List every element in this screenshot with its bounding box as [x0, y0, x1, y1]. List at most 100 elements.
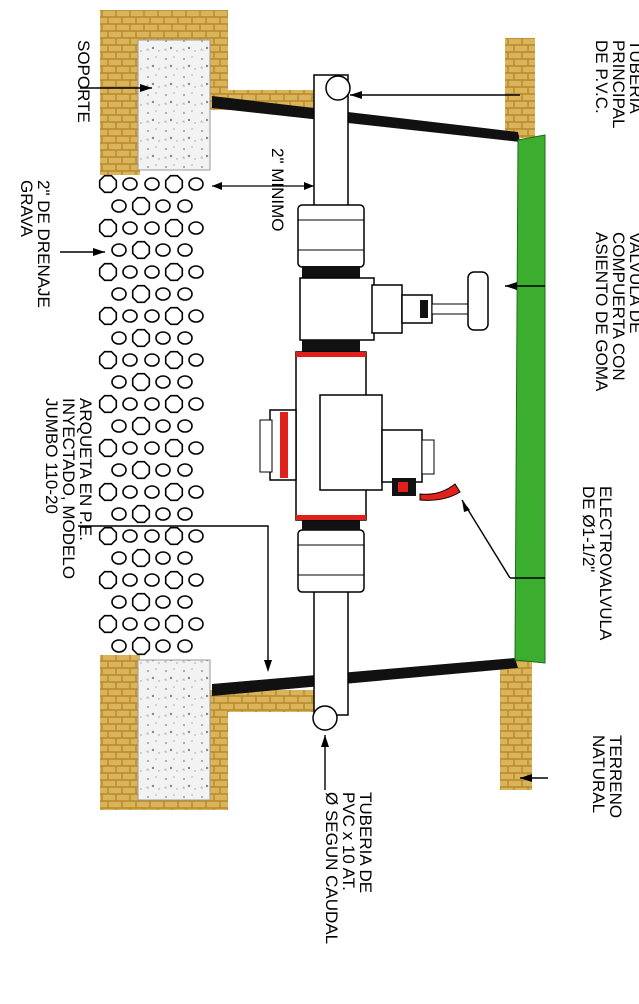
- gravel-stone: [111, 375, 127, 389]
- gravel-stone: [155, 199, 171, 213]
- label-valvula-line-1: VALVULA DE: [626, 232, 639, 333]
- label-terreno-line-1: TERRENO: [606, 735, 625, 818]
- green-lid: [514, 134, 546, 664]
- gravel-stone: [131, 196, 151, 216]
- gravel-stone: [122, 265, 138, 279]
- label-grava-line-1: 2" DE DRENAJE: [34, 180, 53, 308]
- gravel-stone: [155, 243, 171, 257]
- label-arqueta-line-3: JUMBO 110-20: [42, 398, 61, 514]
- gravel-stone: [98, 482, 118, 502]
- gate-valve: [299, 271, 489, 352]
- box-wall-bottom: [212, 658, 518, 696]
- label-arqueta-line-2: INYECTADO, MODELO: [59, 398, 78, 579]
- gravel-stone: [155, 551, 171, 565]
- gravel-stone: [144, 177, 160, 191]
- gravel-stone: [122, 573, 138, 587]
- gravel-stone: [177, 463, 193, 477]
- gravel-stone: [188, 309, 204, 323]
- gravel-stone: [144, 441, 160, 455]
- gravel-stone: [188, 529, 204, 543]
- label-grava-line-2: GRAVA: [17, 180, 36, 238]
- gravel-stone: [131, 416, 151, 436]
- union-top: [297, 204, 365, 278]
- gravel-stone: [131, 328, 151, 348]
- gravel-stone: [155, 287, 171, 301]
- label-electrovalvula-line-2: DE Ø1-1/2": [579, 486, 598, 572]
- gravel-stone: [144, 397, 160, 411]
- gravel-stone: [144, 529, 160, 543]
- gravel-stone: [177, 419, 193, 433]
- gravel-stone: [98, 614, 118, 634]
- gravel-stone: [98, 174, 118, 194]
- concrete-support-top: [137, 39, 211, 171]
- gravel-stone: [131, 460, 151, 480]
- gravel-stone: [144, 265, 160, 279]
- gravel-stone: [144, 353, 160, 367]
- gravel-stone: [122, 221, 138, 235]
- dimension-2-minimo: [212, 182, 314, 190]
- gravel-stone: [98, 394, 118, 414]
- gravel-layer: [98, 174, 204, 656]
- gravel-stone: [164, 350, 184, 370]
- gravel-stone: [177, 595, 193, 609]
- label-arqueta-line-1: ARQUETA EN P.E.: [76, 398, 95, 541]
- gravel-stone: [131, 636, 151, 656]
- gravel-stone: [188, 177, 204, 191]
- gravel-stone: [122, 617, 138, 631]
- gravel-stone: [111, 419, 127, 433]
- gravel-stone: [177, 243, 193, 257]
- gravel-stone: [131, 504, 151, 524]
- gravel-stone: [111, 463, 127, 477]
- gravel-stone: [164, 438, 184, 458]
- label-electrovalvula-line-1: ELECTROVALVULA: [596, 486, 615, 641]
- gravel-stone: [164, 526, 184, 546]
- label-soporte-line-1: SOPORTE: [74, 40, 93, 123]
- gravel-stone: [111, 551, 127, 565]
- soil-right: [500, 38, 535, 790]
- label-tuberia-principal-line-2: PRINCIPAL: [609, 40, 628, 129]
- gravel-stone: [98, 570, 118, 590]
- gravel-stone: [155, 639, 171, 653]
- gravel-stone: [98, 306, 118, 326]
- gravel-stone: [188, 265, 204, 279]
- gravel-stone: [98, 526, 118, 546]
- label-tuberia-pvc-line-2: PVC x 10 AT.: [339, 792, 358, 891]
- gravel-stone: [177, 375, 193, 389]
- arrowheads: [93, 84, 532, 782]
- gravel-stone: [111, 331, 127, 345]
- gravel-stone: [131, 240, 151, 260]
- gravel-stone: [122, 397, 138, 411]
- gravel-stone: [164, 482, 184, 502]
- gravel-stone: [155, 419, 171, 433]
- gravel-stone: [188, 397, 204, 411]
- gravel-stone: [177, 199, 193, 213]
- gravel-stone: [188, 485, 204, 499]
- gravel-stone: [177, 507, 193, 521]
- label-minimo-line-1: 2" MINIMO: [268, 148, 287, 231]
- gravel-stone: [164, 262, 184, 282]
- gravel-stone: [164, 394, 184, 414]
- gravel-stone: [164, 614, 184, 634]
- gravel-stone: [131, 284, 151, 304]
- gravel-stone: [111, 507, 127, 521]
- label-valvula-line-3: ASIENTO DE GOMA: [592, 232, 611, 392]
- concrete-support-bottom: [137, 659, 211, 801]
- gravel-stone: [177, 551, 193, 565]
- gravel-stone: [131, 372, 151, 392]
- gravel-stone: [164, 570, 184, 590]
- box-wall-top: [212, 96, 520, 142]
- gravel-stone: [188, 353, 204, 367]
- gravel-stone: [131, 548, 151, 568]
- gravel-stone: [111, 595, 127, 609]
- gravel-stone: [111, 243, 127, 257]
- gravel-stone: [144, 221, 160, 235]
- gravel-stone: [188, 617, 204, 631]
- label-terreno-line-2: NATURAL: [589, 735, 608, 813]
- label-tuberia-pvc-line-1: TUBERIA DE: [356, 792, 375, 893]
- gravel-stone: [155, 331, 171, 345]
- gravel-stone: [98, 218, 118, 238]
- gravel-stone: [98, 262, 118, 282]
- gravel-stone: [188, 221, 204, 235]
- gravel-stone: [122, 177, 138, 191]
- gravel-stone: [131, 592, 151, 612]
